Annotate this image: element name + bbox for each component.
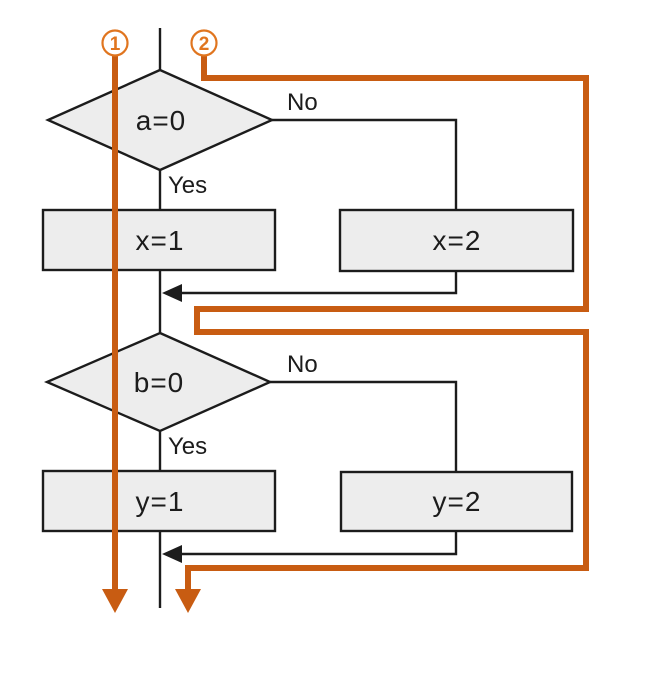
route-badges: 1 2 — [101, 29, 218, 57]
merge-arrowhead-2 — [162, 545, 182, 563]
flowchart-nodes: a=0 x=1 x=2 b=0 y=1 y=2 — [41, 68, 575, 533]
flow-line-x2-merge — [180, 271, 458, 295]
flow-line-y2-merge — [180, 531, 458, 556]
decision-b-diamond — [43, 331, 273, 433]
main-flow-lines — [158, 28, 458, 608]
branch-labels: No Yes No Yes — [168, 89, 318, 460]
badge-1-circle — [101, 29, 129, 57]
badge-2-circle — [190, 29, 218, 57]
merge-arrowhead-1 — [162, 284, 182, 302]
decision-a-label: a=0 — [136, 105, 187, 136]
decision-b-label: b=0 — [134, 367, 185, 398]
badge-2-label: 2 — [199, 34, 210, 55]
route-2-arrowhead — [175, 589, 201, 613]
flow-line-b-no — [270, 380, 458, 472]
process-x2-label: x=2 — [433, 225, 482, 256]
route-1-arrowhead — [102, 589, 128, 613]
yes-label-a: Yes — [168, 172, 207, 199]
process-x1-box — [41, 208, 277, 272]
no-label-a: No — [287, 89, 318, 116]
route-2-line — [185, 56, 589, 591]
decision-a-diamond — [45, 68, 275, 172]
yes-label-b: Yes — [168, 433, 207, 460]
process-y2-box — [339, 470, 574, 533]
trace-paths — [102, 56, 589, 613]
process-y1-label: y=1 — [136, 486, 185, 517]
process-x1-label: x=1 — [136, 225, 185, 256]
no-label-b: No — [287, 351, 318, 378]
flow-line-a-no — [272, 118, 458, 210]
process-y2-label: y=2 — [433, 486, 482, 517]
process-y1-box — [41, 469, 277, 533]
badge-1-label: 1 — [110, 34, 121, 55]
process-x2-box — [338, 208, 575, 273]
